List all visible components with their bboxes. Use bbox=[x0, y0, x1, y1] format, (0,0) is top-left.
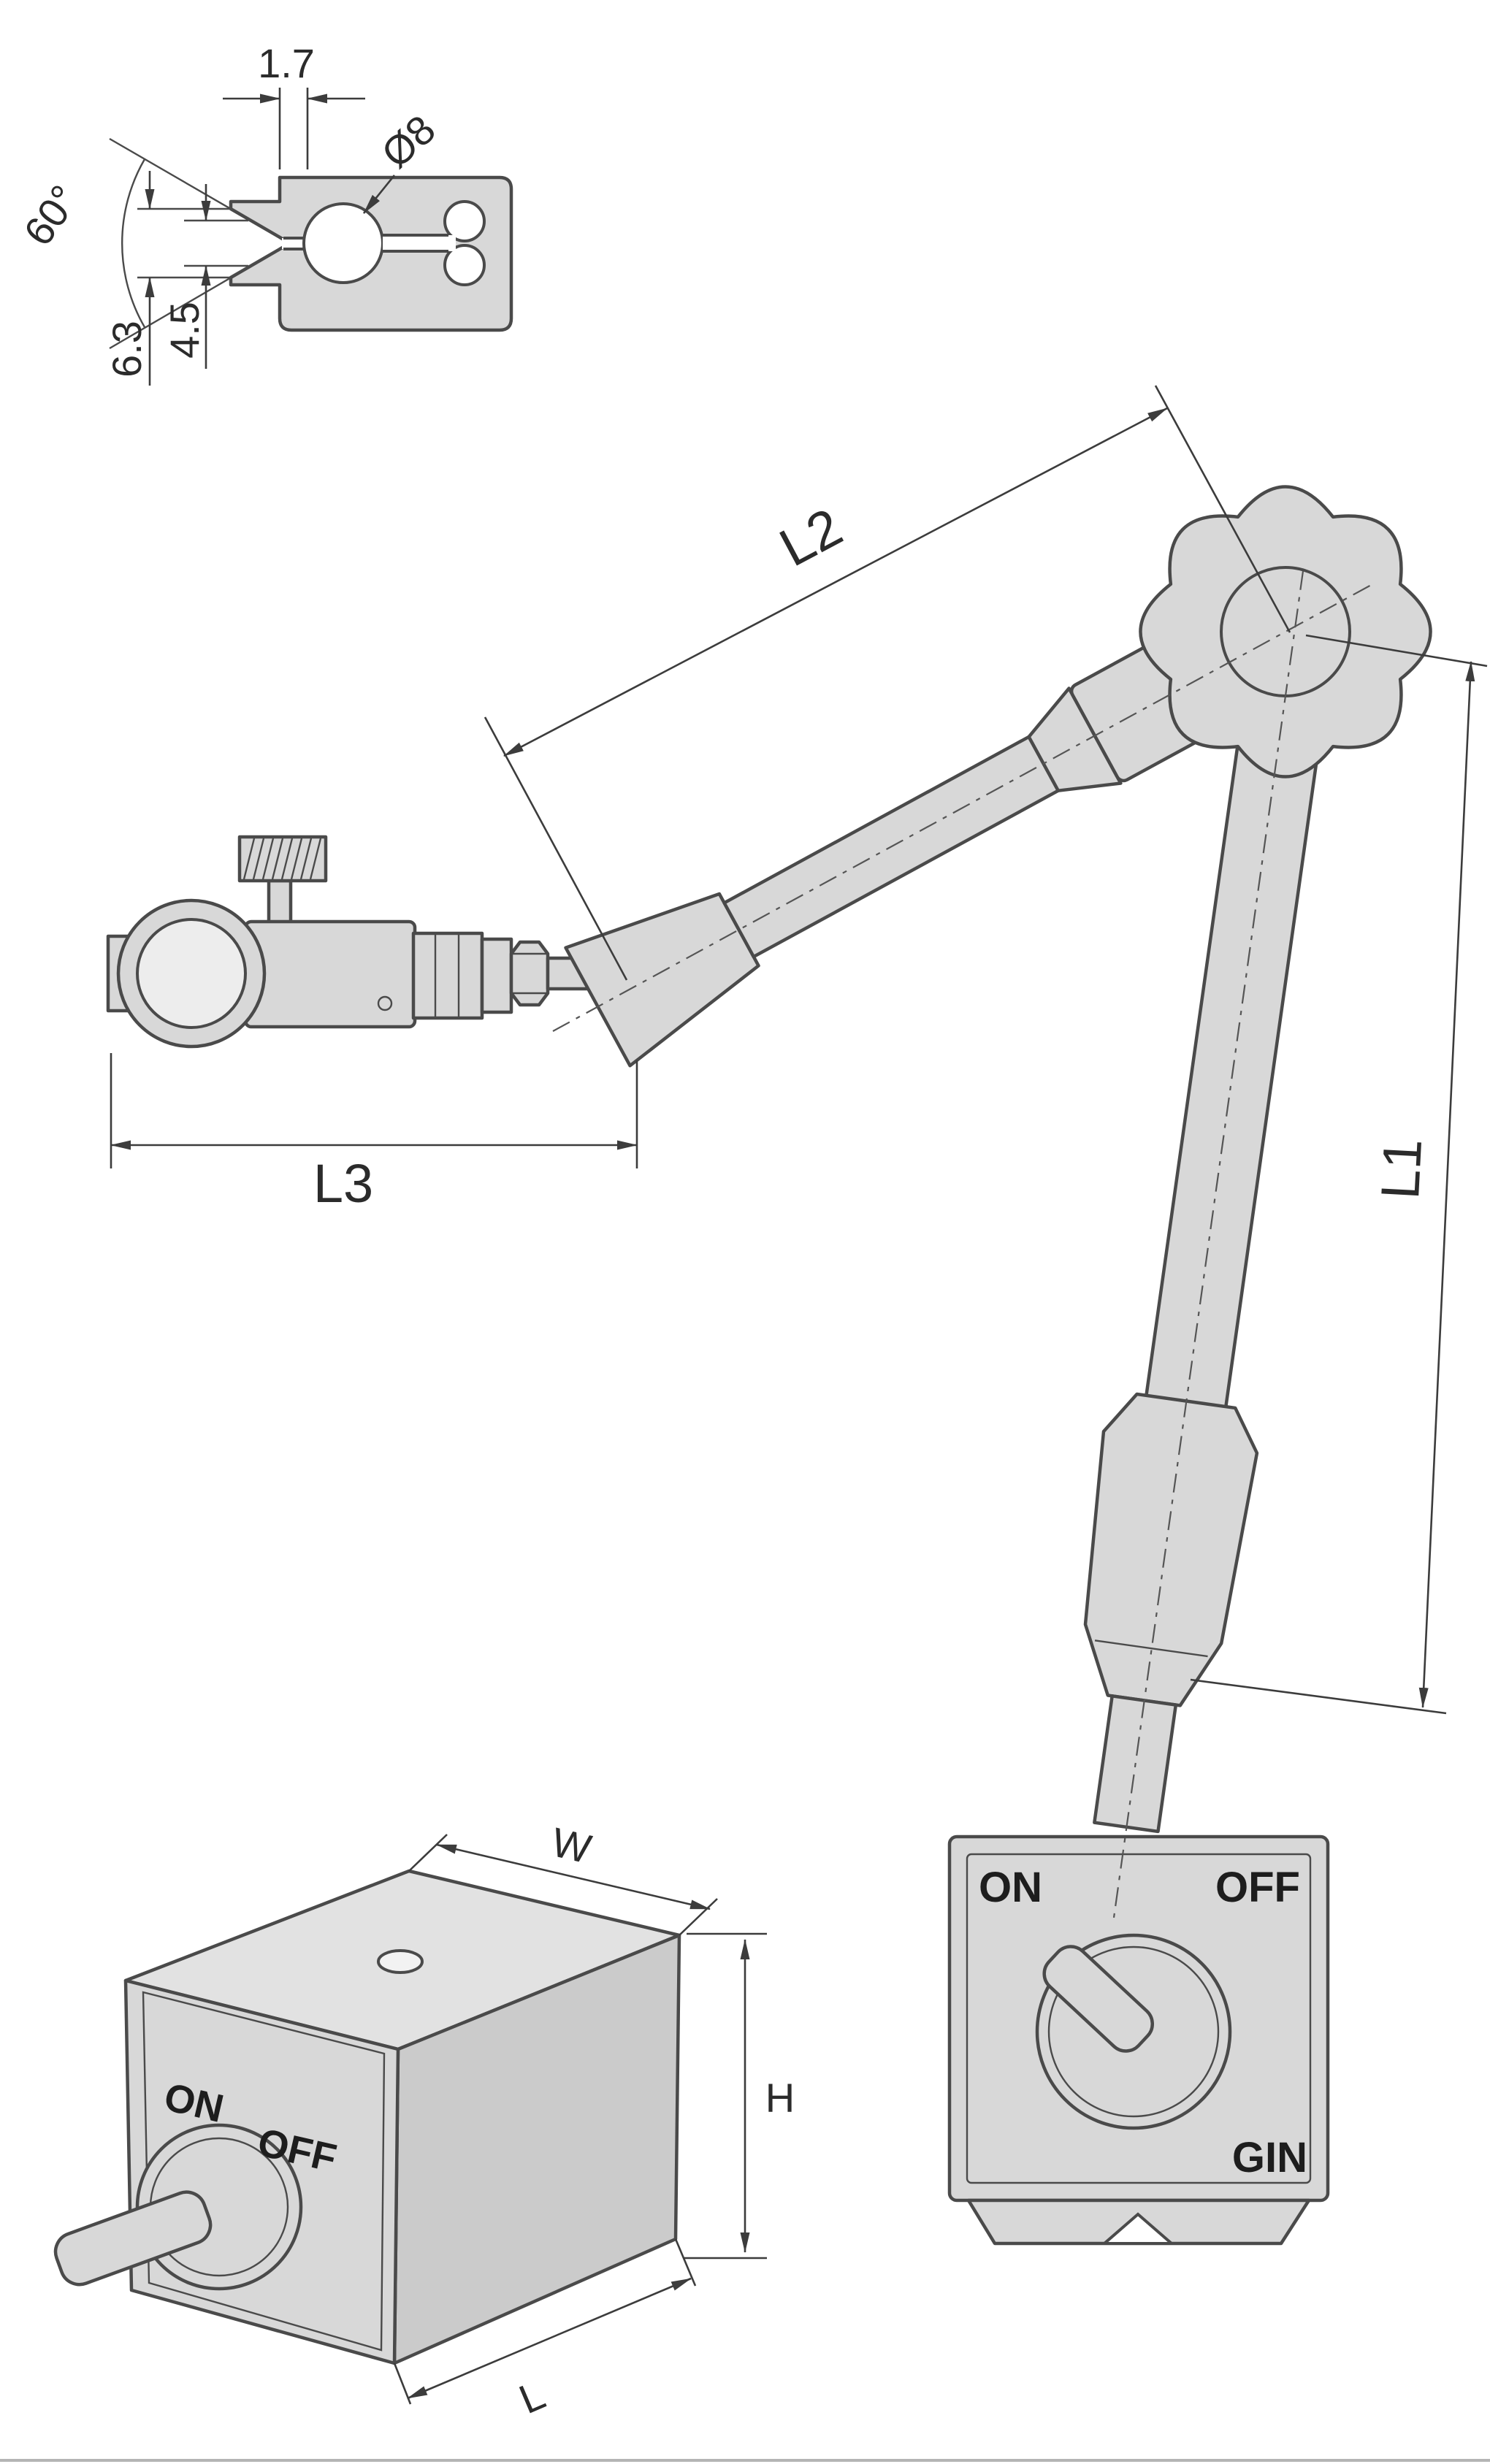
dim-slot-width: 1.7 bbox=[223, 40, 365, 169]
iso-top-hole bbox=[377, 1949, 424, 1974]
base-on-label: ON bbox=[979, 1864, 1042, 1911]
arm-clamp-head bbox=[564, 892, 760, 1068]
indicator-holder bbox=[106, 835, 607, 1049]
clamp-ring-bore bbox=[136, 918, 247, 1029]
dim-depth-outer-label: 6.3 bbox=[104, 321, 150, 378]
clamp-slit-right bbox=[383, 235, 456, 251]
magnetic-base-front: ON OFF GIN bbox=[947, 1834, 1330, 2246]
dim-hole-label: Ø8 bbox=[372, 106, 444, 177]
dim-slot-width-label: 1.7 bbox=[258, 40, 315, 86]
star-knob-grip bbox=[1139, 485, 1432, 778]
switch-dial-inner-ring bbox=[1047, 1945, 1220, 2118]
dim-l-label: L bbox=[513, 2371, 551, 2422]
base-face-panel bbox=[966, 1853, 1312, 2184]
dim-l3-label: L3 bbox=[313, 1153, 373, 1214]
magnetic-base-isometric: ON OFF bbox=[53, 1869, 681, 2365]
knurl-hatch bbox=[242, 838, 322, 880]
arm-centerline bbox=[552, 583, 1375, 1032]
dim-h: H bbox=[683, 1932, 795, 2260]
dim-l1-label: L1 bbox=[1369, 1137, 1433, 1201]
dim-l1: L1 bbox=[1190, 634, 1488, 1715]
groove-angle-arc bbox=[121, 158, 146, 328]
stem-hole bbox=[302, 202, 384, 284]
knurled-screw-stem bbox=[267, 879, 293, 927]
dim-l2-label: L2 bbox=[770, 497, 852, 578]
clover-cutout-top bbox=[443, 200, 486, 242]
dim-w-label: W bbox=[548, 1818, 596, 1872]
clover-cutout-bottom bbox=[443, 244, 486, 286]
set-screw bbox=[377, 995, 393, 1011]
switch-lever bbox=[1042, 1945, 1154, 2053]
adjust-cylinder bbox=[411, 931, 484, 1020]
iso-switch-lever bbox=[53, 2190, 213, 2287]
holder-body bbox=[243, 919, 417, 1029]
dim-h-label: H bbox=[765, 2075, 795, 2121]
base-foot-v-groove bbox=[1100, 2212, 1176, 2245]
dim-groove-angle-label: 60° bbox=[15, 177, 88, 254]
dim-depth-inner-label: 4.5 bbox=[161, 302, 207, 359]
spacer-collar bbox=[480, 937, 513, 1014]
star-knob bbox=[1139, 485, 1432, 778]
dim-groove-depths: 6.3 4.5 bbox=[104, 171, 248, 386]
clamp-detail-view: 1.7 Ø8 60° 6.3 4.5 bbox=[15, 40, 513, 386]
base-off-label: OFF bbox=[1215, 1864, 1300, 1911]
base-brand-fragment: GIN bbox=[1232, 2134, 1307, 2181]
hex-nut bbox=[509, 940, 550, 1007]
dim-l3: L3 bbox=[110, 1053, 638, 1214]
swivel-joint-barrel bbox=[1083, 1392, 1259, 1707]
